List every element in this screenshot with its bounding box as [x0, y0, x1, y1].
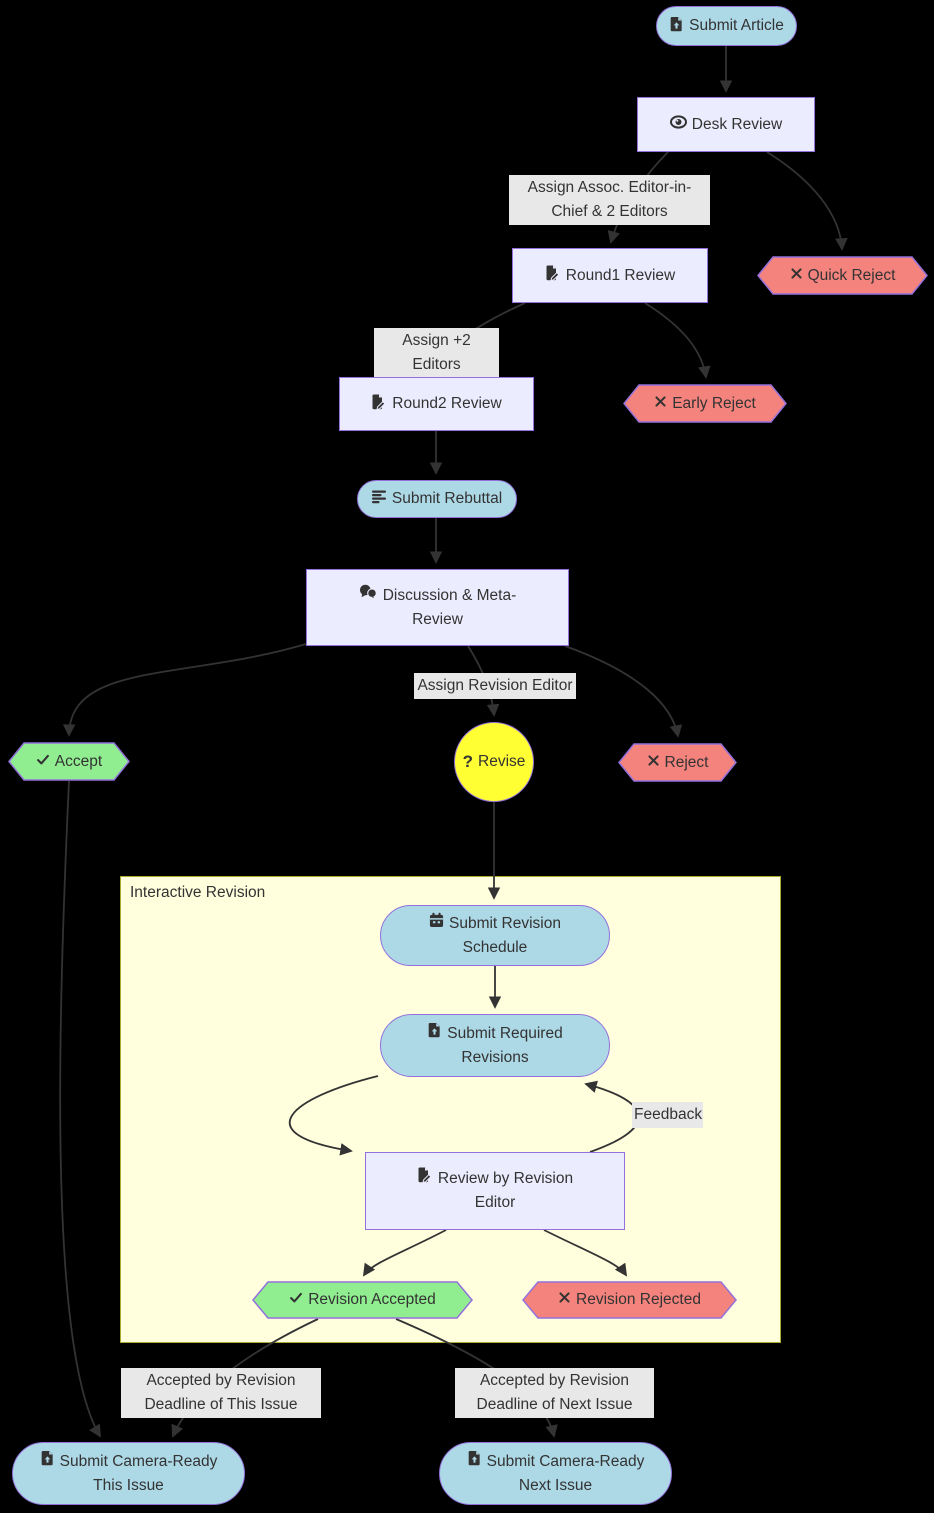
file-upload-icon	[40, 1450, 55, 1474]
node-revision-accepted: Revision Accepted	[252, 1281, 473, 1319]
cluster-label: Interactive Revision	[130, 884, 266, 901]
eye-icon	[669, 115, 687, 134]
edge-accept-to-camera-this	[59, 780, 101, 1438]
check-icon	[36, 753, 50, 771]
xmark-icon	[558, 1291, 571, 1309]
node-revise: Revise	[454, 722, 534, 802]
comments-icon	[359, 584, 378, 608]
edge-label-assign-assoc-editor: Assign Assoc. Editor-in- Chief & 2 Edito…	[509, 175, 710, 225]
node-round1-review: Round1 Review	[512, 248, 708, 303]
node-review-by-revision-editor: Review by Revision Editor	[365, 1152, 625, 1230]
node-submit-article: Submit Article	[656, 6, 797, 46]
file-pen-icon	[417, 1167, 433, 1191]
edge-label-assign-plus2-editors: Assign +2 Editors	[374, 328, 499, 378]
node-round2-review: Round2 Review	[339, 377, 534, 431]
edge-label-assign-revision-editor: Assign Revision Editor	[414, 673, 576, 699]
node-early-reject: Early Reject	[623, 384, 787, 423]
align-left-icon	[371, 490, 387, 509]
edge-desk-review-to-quick-reject	[766, 151, 848, 251]
node-submit-rebuttal: Submit Rebuttal	[357, 480, 517, 518]
xmark-icon	[647, 754, 660, 772]
question-icon	[463, 752, 473, 772]
edge-label-feedback: Feedback	[632, 1102, 703, 1128]
edge-discussion-to-reject	[564, 645, 683, 738]
edge-round1-to-early-reject	[644, 302, 711, 379]
file-upload-icon	[427, 1022, 442, 1046]
calendar-icon	[429, 912, 444, 936]
node-submit-required-revisions: Submit Required Revisions	[380, 1014, 610, 1077]
edge-discussion-to-accept	[62, 643, 307, 737]
node-submit-camera-ready-this-issue: Submit Camera-Ready This Issue	[12, 1442, 245, 1505]
file-pen-icon	[545, 265, 561, 286]
node-submit-revision-schedule: Submit Revision Schedule	[380, 905, 610, 966]
node-quick-reject: Quick Reject	[757, 256, 928, 295]
node-submit-camera-ready-next-issue: Submit Camera-Ready Next Issue	[439, 1442, 672, 1505]
edge-label-deadline-next-issue: Accepted by Revision Deadline of Next Is…	[455, 1368, 654, 1418]
node-accept: Accept	[8, 742, 130, 781]
file-pen-icon	[371, 394, 387, 415]
file-upload-icon	[467, 1450, 482, 1474]
node-discussion-meta-review: Discussion & Meta- Review	[306, 569, 569, 646]
xmark-icon	[654, 395, 667, 413]
node-revision-rejected: Revision Rejected	[522, 1281, 737, 1319]
node-reject: Reject	[618, 743, 737, 782]
node-desk-review: Desk Review	[637, 97, 815, 152]
check-icon	[289, 1291, 303, 1309]
xmark-icon	[790, 267, 803, 285]
file-upload-icon	[669, 16, 684, 37]
edge-label-deadline-this-issue: Accepted by Revision Deadline of This Is…	[121, 1368, 321, 1418]
